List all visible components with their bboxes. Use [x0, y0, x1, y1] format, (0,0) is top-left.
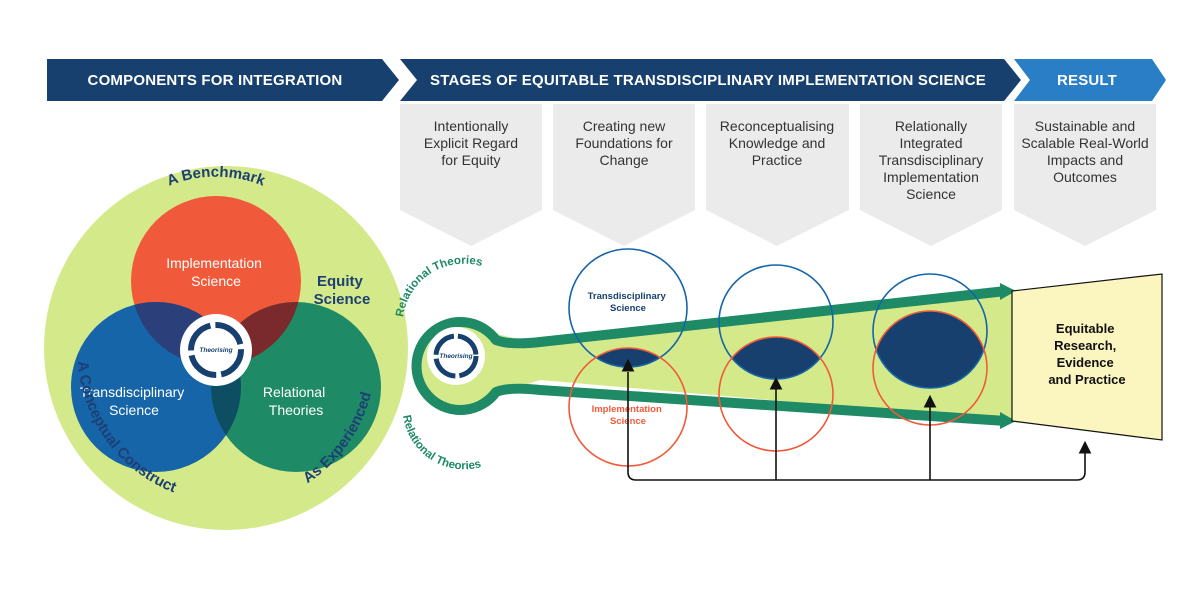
stage-2-line: Creating new [583, 118, 666, 134]
stage-box-5 [1014, 104, 1156, 246]
components-banner-label: COMPONENTS FOR INTEGRATION [88, 72, 343, 89]
stage4-top-circle [872, 273, 988, 389]
relational-theories-label: Relational Theories [263, 384, 329, 418]
cycle-arrows-icon [188, 322, 244, 378]
relational-theories-path [411, 286, 1007, 426]
stage-5-line: Outcomes [1053, 169, 1117, 185]
result-banner-label: RESULT [1057, 72, 1117, 89]
stage3-overlap [719, 337, 833, 379]
implementation-science-label: Implementation Science [166, 255, 266, 289]
stage2-transdisciplinary-label: Transdisciplinary Science [588, 291, 669, 314]
stage-2-line: Foundations for [575, 135, 673, 151]
transdisciplinary-science-label: Transdisciplinary Science [80, 384, 188, 418]
stage-box-3 [706, 104, 849, 246]
stage-4-line: Implementation [883, 169, 979, 185]
result-box [1011, 273, 1163, 441]
components-banner [47, 59, 399, 101]
stage4-overlap [873, 311, 987, 388]
stage-1-line: Intentionally [434, 118, 509, 134]
result-banner [1014, 59, 1166, 101]
stage-boxes [400, 104, 1156, 246]
feedback-connector [627, 360, 1092, 481]
stage-3-line: Reconceptualising [720, 118, 834, 134]
stage-box-4 [860, 104, 1002, 246]
stage-4-line: Transdisciplinary [879, 152, 984, 168]
stage-box-1 [400, 104, 542, 246]
stage-5-line: Scalable Real-World [1021, 135, 1148, 151]
relational-theories-bottom-label: Relational Theories [400, 414, 482, 472]
relational-theories-top-label: Relational Theories [394, 255, 484, 318]
top-arrowhead [1000, 283, 1016, 300]
stage-box-2 [553, 104, 695, 246]
stages-banner-label: STAGES OF EQUITABLE TRANSDISCIPLINARY IM… [430, 72, 986, 89]
funnel-theorising-label: Theorising [439, 353, 472, 360]
stage-2-line: Change [599, 152, 648, 168]
stage-3-line: Knowledge and [729, 135, 826, 151]
stages-banner [400, 59, 1021, 101]
stage-4-line: Integrated [899, 135, 962, 151]
equity-science-label: Equity Science [314, 273, 371, 308]
stage-4-line: Relationally [895, 118, 967, 134]
stage-3-line: Practice [752, 152, 803, 168]
bottom-arrowhead [1000, 412, 1016, 429]
funnel-band [430, 291, 1012, 421]
funnel-cycle-arrows-icon [433, 333, 479, 379]
theorising-label: Theorising [199, 347, 232, 354]
result-box-label: Equitable Research, Evidence and Practic… [1048, 321, 1125, 387]
stage-5-line: Impacts and [1047, 152, 1123, 168]
overlap-implementation-relational [211, 302, 301, 366]
stage-5-line: Sustainable and [1035, 118, 1135, 134]
stage-1-line: for Equity [441, 152, 500, 168]
stage-1-line: Explicit Regard [424, 135, 518, 151]
stage-4-line: Science [906, 186, 956, 202]
